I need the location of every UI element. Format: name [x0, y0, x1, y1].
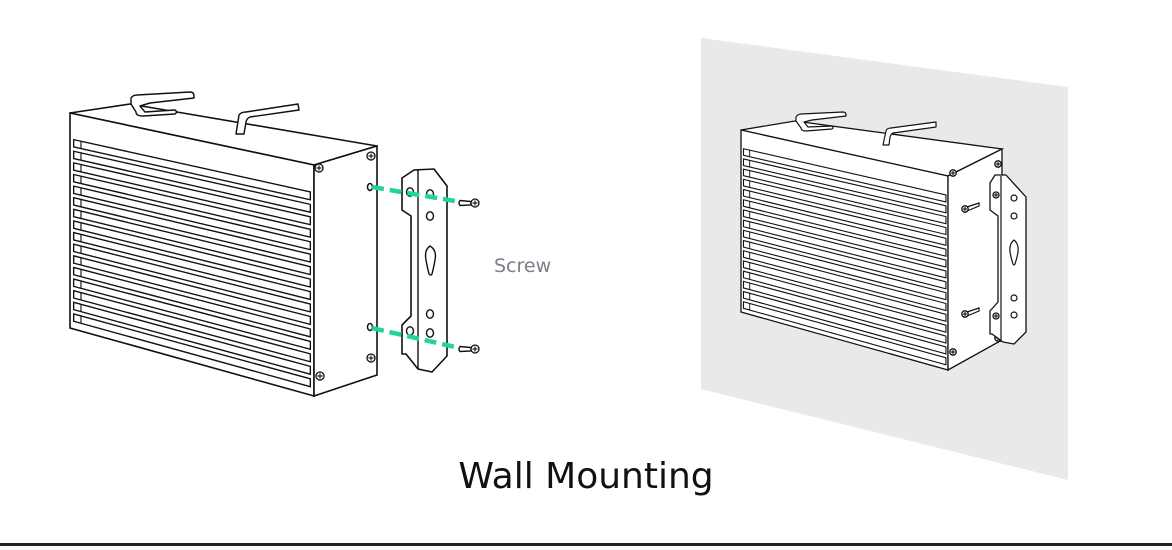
keyhole-slot — [424, 245, 437, 276]
bracket-hole — [425, 328, 435, 338]
bracket-outline — [401, 168, 448, 373]
vent-slot — [742, 148, 947, 203]
din-clip — [795, 111, 847, 132]
din-clip — [235, 103, 300, 135]
vent-slot — [742, 239, 947, 301]
vent-slot — [742, 301, 947, 366]
bracket-hole — [1010, 294, 1018, 302]
vent-slot — [72, 138, 312, 201]
screw-callout-label: Screw — [494, 255, 552, 277]
device-side-face — [313, 144, 378, 398]
vent-slot — [72, 220, 312, 288]
screw-shaft — [458, 199, 472, 207]
vent-slot — [742, 250, 947, 312]
bracket-hole — [425, 309, 435, 319]
vent-slot — [72, 278, 312, 351]
alignment-guides — [366, 182, 456, 350]
device-mounted — [740, 111, 1005, 372]
vent-slot — [742, 219, 947, 279]
mount-hole — [366, 182, 374, 192]
keyhole-slot — [1009, 239, 1019, 266]
din-clip — [882, 121, 937, 146]
guide-line-bottom — [371, 325, 456, 350]
device-exploded — [69, 91, 378, 398]
mounting-bracket-mounted — [989, 174, 1027, 345]
screw-shaft — [458, 345, 472, 353]
bracket-hole — [1010, 194, 1018, 202]
vent-slot — [72, 289, 312, 363]
vent-slot — [72, 162, 312, 226]
mounting-bracket-exploded — [401, 168, 448, 373]
vent-slot — [742, 178, 947, 236]
vent-slot — [72, 254, 312, 326]
bracket-hole — [405, 326, 415, 336]
vent-slot — [72, 266, 312, 338]
vent-slot — [72, 231, 312, 301]
vent-slot — [742, 158, 947, 214]
vent-slot — [72, 243, 312, 313]
vent-slot — [72, 301, 312, 376]
vent-slot — [742, 280, 947, 344]
vent-slot — [72, 185, 312, 251]
vent-slot — [72, 150, 312, 214]
vent-slot — [742, 199, 947, 257]
vent-slot — [742, 209, 947, 268]
vent-slot — [742, 188, 947, 247]
bracket-hole — [1010, 212, 1018, 220]
vent-slot — [72, 313, 312, 388]
diagram-title: Wall Mounting — [458, 456, 714, 497]
screws-mounted — [961, 202, 980, 318]
vent-slot — [72, 173, 312, 238]
vent-slot — [742, 270, 947, 333]
vent-slot — [742, 229, 947, 290]
screws-exploded — [458, 198, 480, 354]
bracket-hole — [425, 211, 435, 221]
guide-line-top — [371, 184, 456, 204]
din-clip — [130, 91, 195, 117]
vent-slot — [742, 290, 947, 355]
bracket-hole — [1010, 311, 1018, 319]
vent-slot — [742, 168, 947, 225]
vent-slot — [72, 208, 312, 276]
vent-slot — [742, 260, 947, 323]
vent-slot — [72, 196, 312, 263]
bottom-divider — [0, 543, 1172, 546]
